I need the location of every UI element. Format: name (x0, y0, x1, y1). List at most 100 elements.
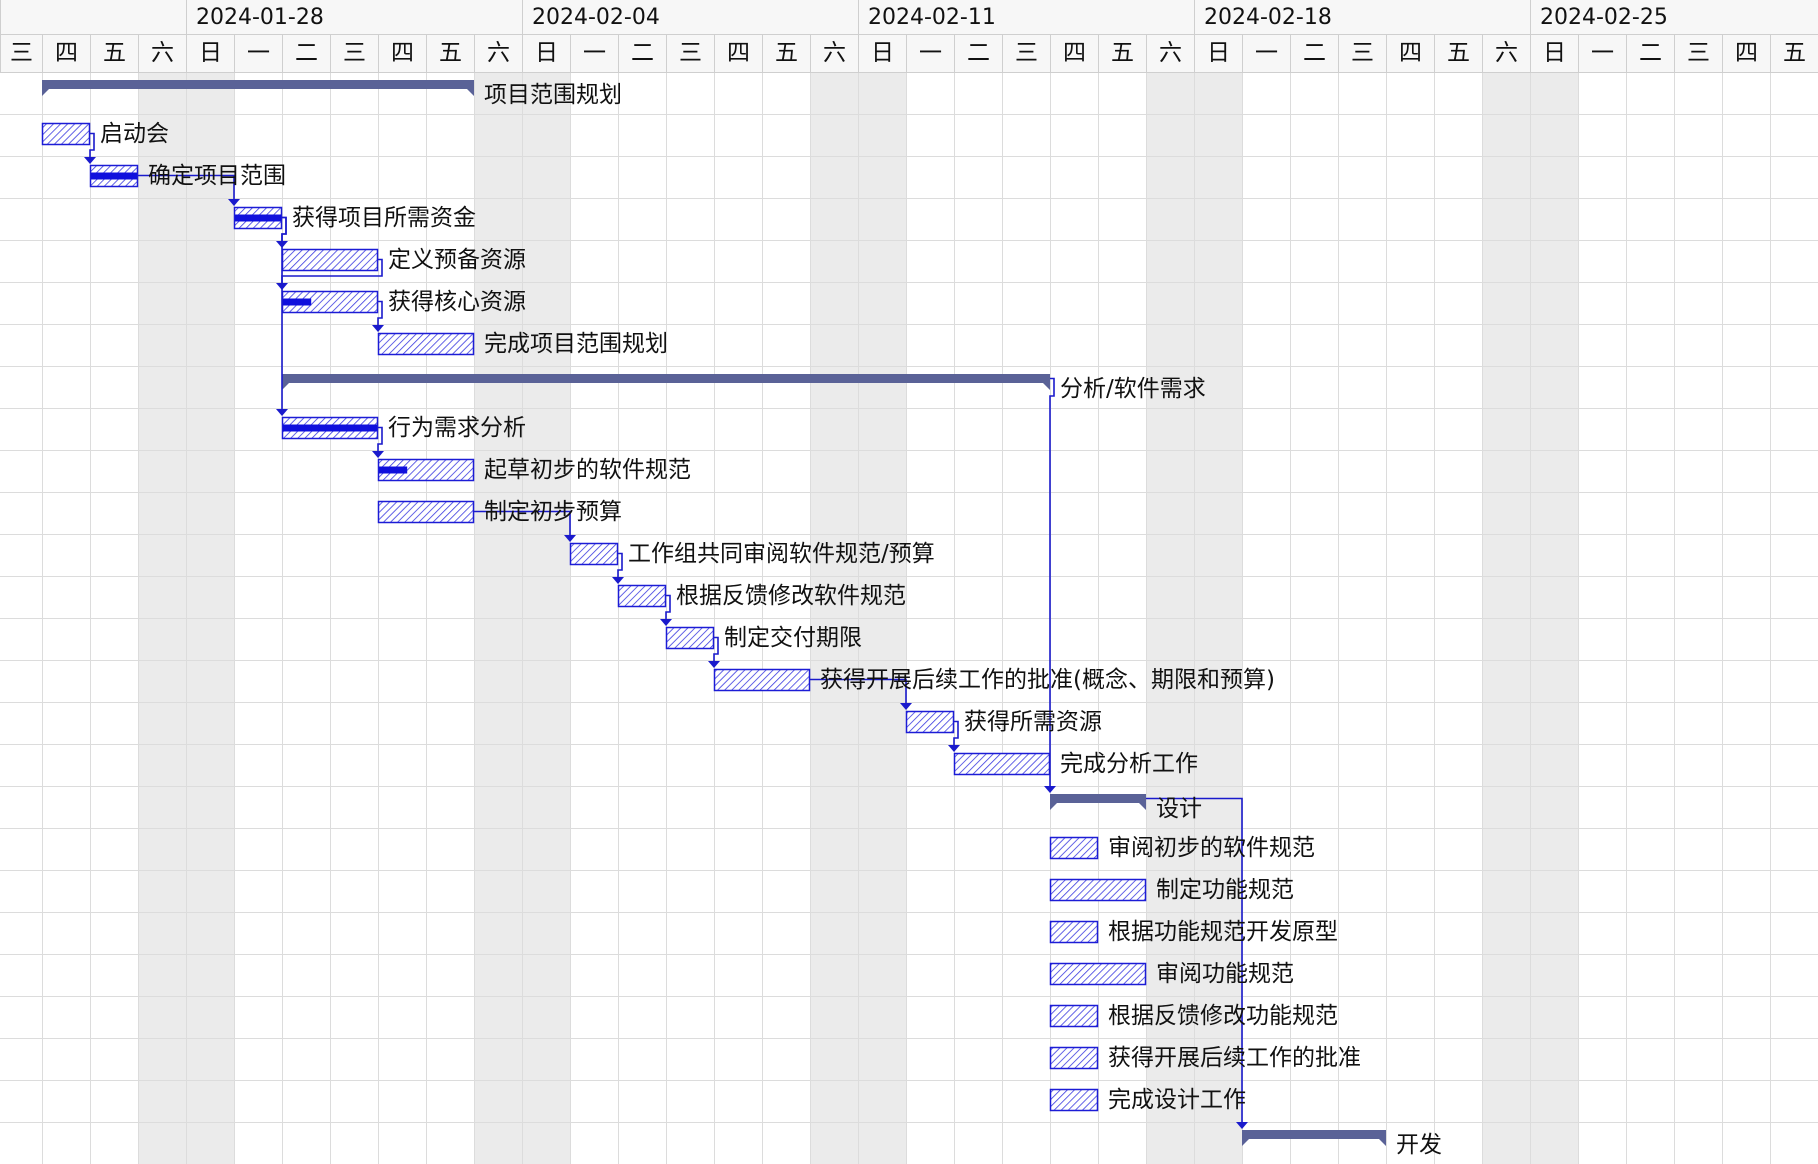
weekday-label: 四 (1386, 34, 1434, 72)
task-name-label: 获得项目所需资金 (292, 205, 476, 231)
weekday-label: 二 (954, 34, 1002, 72)
week-date-label: 2024-02-25 (1530, 0, 1818, 34)
dependency-link (810, 678, 912, 710)
task-bar[interactable] (1049, 1088, 1099, 1112)
task-bar[interactable] (953, 752, 1051, 776)
task-bar[interactable] (281, 290, 379, 314)
summary-task-bar[interactable] (1050, 794, 1146, 810)
weekday-label: 四 (42, 34, 90, 72)
task-name-label: 确定项目范围 (148, 163, 286, 189)
task-bar[interactable] (377, 500, 475, 524)
task-name-label: 获得所需资源 (964, 709, 1102, 735)
task-bar[interactable] (377, 332, 475, 356)
task-name-label: 完成分析工作 (1060, 751, 1198, 777)
task-bar[interactable] (1049, 1004, 1099, 1028)
weekday-label: 五 (90, 34, 138, 72)
task-bar[interactable] (665, 626, 715, 650)
task-name-label: 获得核心资源 (388, 289, 526, 315)
dependency-link (612, 552, 624, 584)
weekday-label: 一 (234, 34, 282, 72)
dependency-link (1146, 797, 1248, 1129)
summary-task-bar[interactable] (42, 80, 474, 96)
weekday-label: 二 (618, 34, 666, 72)
task-name-label: 定义预备资源 (388, 247, 526, 273)
weekday-label: 四 (1050, 34, 1098, 72)
task-bar[interactable] (1049, 1046, 1099, 1070)
dependency-link (1044, 377, 1056, 793)
dependency-link (708, 636, 720, 668)
task-bar[interactable] (569, 542, 619, 566)
task-name-label: 制定初步预算 (484, 499, 622, 525)
weekday-label: 二 (1290, 34, 1338, 72)
weekday-label: 一 (1242, 34, 1290, 72)
weekday-label: 日 (522, 34, 570, 72)
weekday-label: 三 (1002, 34, 1050, 72)
task-name-label: 行为需求分析 (388, 415, 526, 441)
task-name-label: 制定功能规范 (1156, 877, 1294, 903)
weekday-label: 一 (906, 34, 954, 72)
week-date-label: 2024-01-28 (186, 0, 522, 34)
dependency-link (660, 594, 672, 626)
week-date-label: 2024-02-18 (1194, 0, 1530, 34)
dependency-link (948, 720, 960, 752)
weekday-label: 日 (1194, 34, 1242, 72)
weekday-label: 六 (138, 34, 186, 72)
weekday-label: 五 (1770, 34, 1818, 72)
dependency-link (276, 258, 383, 416)
weekday-label: 日 (858, 34, 906, 72)
task-bar[interactable] (905, 710, 955, 734)
week-date-label: 2024-02-11 (858, 0, 1194, 34)
weekday-label: 三 (1338, 34, 1386, 72)
header-divider (0, 34, 1818, 35)
dependency-link (84, 132, 96, 164)
weekday-label: 一 (570, 34, 618, 72)
weekday-label: 五 (1434, 34, 1482, 72)
task-name-label: 审阅功能规范 (1156, 961, 1294, 987)
weekday-label: 三 (666, 34, 714, 72)
weekday-label: 六 (474, 34, 522, 72)
task-bar[interactable] (1049, 836, 1099, 860)
weekday-label: 三 (0, 34, 42, 72)
task-name-label: 工作组共同审阅软件规范/预算 (628, 541, 935, 567)
weekday-label: 日 (1530, 34, 1578, 72)
dependency-link (474, 510, 576, 542)
dependency-link (372, 426, 384, 458)
task-bar[interactable] (1049, 878, 1147, 902)
summary-task-bar[interactable] (1242, 1130, 1386, 1146)
task-name-label: 根据反馈修改软件规范 (676, 583, 906, 609)
task-bar[interactable] (89, 164, 139, 188)
week-date-cell-empty (0, 0, 186, 34)
task-name-label: 分析/软件需求 (1060, 376, 1206, 402)
dependency-link (138, 174, 240, 206)
task-bar[interactable] (41, 122, 91, 146)
summary-task-bar[interactable] (282, 374, 1050, 390)
task-name-label: 起草初步的软件规范 (484, 457, 691, 483)
task-bar[interactable] (233, 206, 283, 230)
task-bar[interactable] (713, 668, 811, 692)
task-bar[interactable] (377, 458, 475, 482)
weekday-label: 五 (762, 34, 810, 72)
task-bar[interactable] (281, 248, 379, 272)
weekday-label: 日 (186, 34, 234, 72)
weekday-label: 六 (1146, 34, 1194, 72)
task-name-label: 根据反馈修改功能规范 (1108, 1003, 1338, 1029)
weekday-label: 六 (1482, 34, 1530, 72)
week-date-label: 2024-02-04 (522, 0, 858, 34)
task-name-label: 制定交付期限 (724, 625, 862, 651)
task-bar[interactable] (1049, 920, 1099, 944)
task-bar[interactable] (1049, 962, 1147, 986)
weekday-label: 一 (1578, 34, 1626, 72)
weekday-label: 四 (714, 34, 762, 72)
weekday-label: 六 (810, 34, 858, 72)
weekday-label: 四 (378, 34, 426, 72)
task-bar[interactable] (617, 584, 667, 608)
dependency-link (372, 300, 384, 332)
task-name-label: 完成项目范围规划 (484, 331, 668, 357)
task-name-label: 获得开展后续工作的批准 (1108, 1045, 1361, 1071)
weekday-label: 三 (1674, 34, 1722, 72)
weekday-label: 二 (282, 34, 330, 72)
task-bar[interactable] (281, 416, 379, 440)
